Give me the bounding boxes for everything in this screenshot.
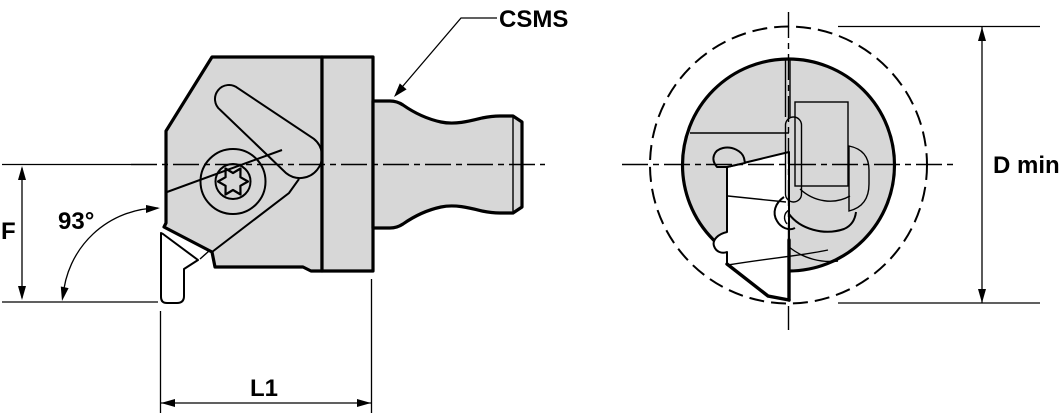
chip-gash-mid: [788, 211, 857, 233]
clamp-slot: [214, 84, 324, 180]
l1-dimension: L1: [159, 279, 373, 413]
seat-block: [794, 101, 849, 187]
l1-dimension-label: L1: [250, 375, 278, 402]
pocket-face-line: [727, 195, 787, 203]
insert-end-edge: [199, 250, 210, 260]
screw-head-circle: [199, 148, 267, 215]
front-view: [622, 12, 954, 330]
f-dimension-label: F: [1, 218, 16, 245]
csms-callout: CSMS: [394, 6, 568, 97]
screw-boss: [848, 145, 870, 212]
pocket-lobe: [712, 146, 746, 168]
lead-angle-dimension: 93°: [58, 205, 160, 301]
dmin-dimension: D min: [838, 25, 1060, 304]
csms-label: CSMS: [499, 6, 568, 33]
pocket-bottom-line: [727, 249, 829, 266]
pocket-edge-lower: [211, 178, 300, 253]
chipbreaker-curl-inner: [783, 209, 790, 225]
insert-pocket-cutout: [712, 151, 790, 301]
chip-gash-lower: [788, 246, 839, 263]
center-slot: [784, 116, 803, 203]
side-view: [131, 55, 545, 304]
insert-cutting-edge: [725, 262, 791, 302]
insert-blade: [160, 232, 199, 304]
chip-gash-upper: [799, 188, 851, 202]
torx-icon: [216, 167, 250, 196]
lead-angle-label: 93°: [58, 208, 94, 235]
dmin-dimension-label: D min: [993, 152, 1060, 179]
f-dimension: F: [1, 163, 158, 303]
